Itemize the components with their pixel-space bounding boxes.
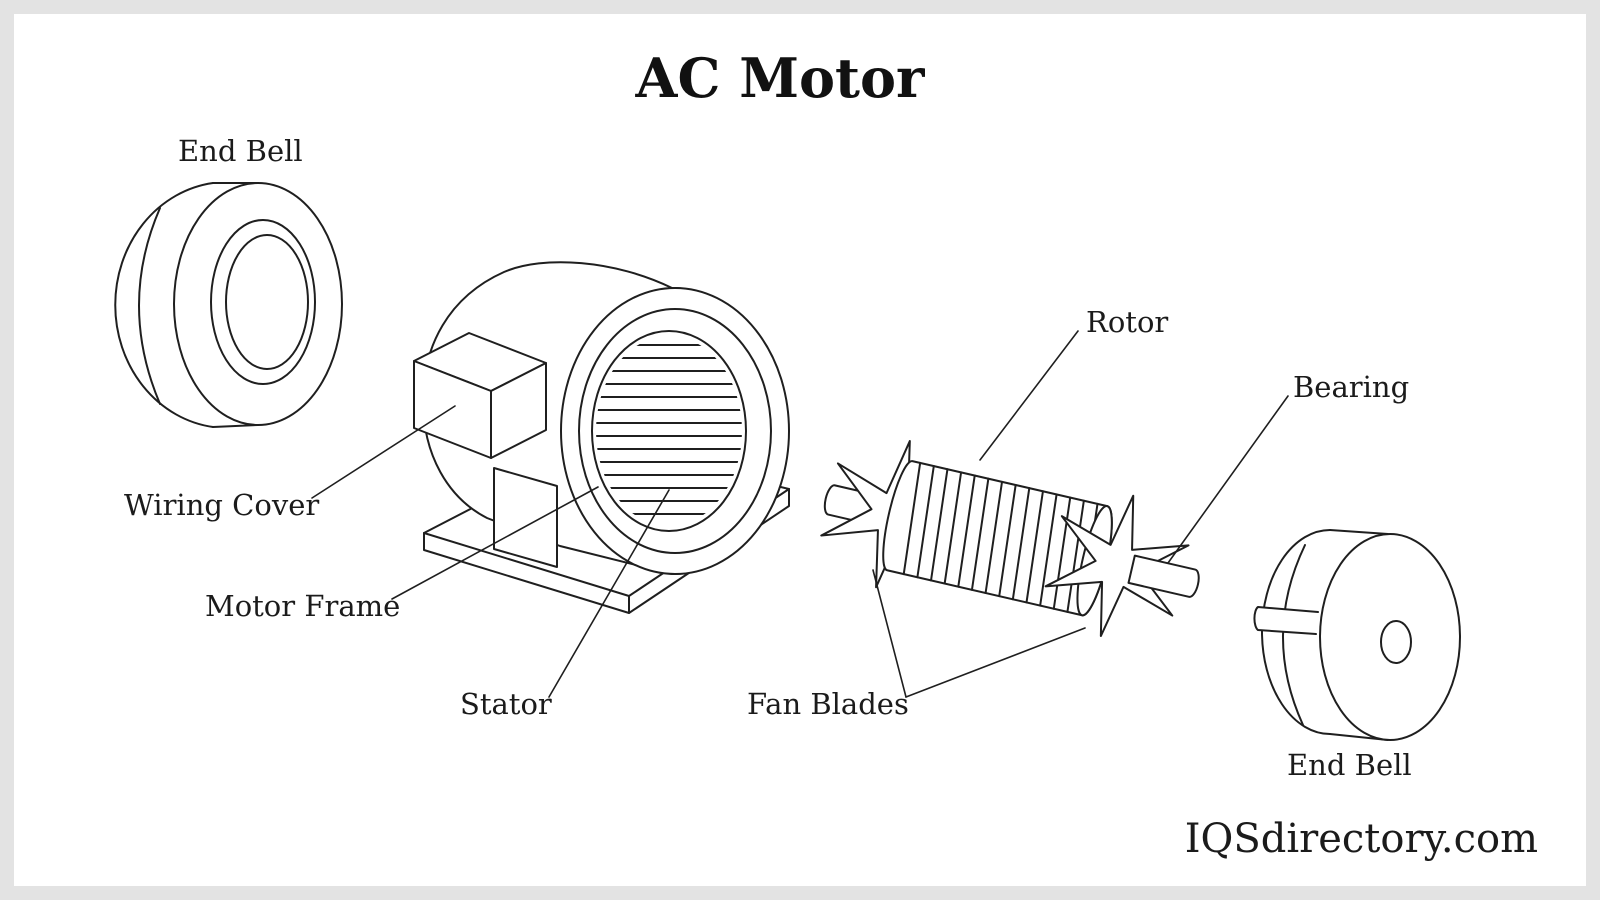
- label-bearing: Bearing: [1293, 370, 1410, 404]
- label-stator: Stator: [460, 687, 552, 721]
- leader-line-fan-blades-left: [873, 570, 906, 697]
- bearing-shaft: [1129, 556, 1202, 599]
- label-fan-blades: Fan Blades: [747, 687, 909, 721]
- rotor-drawing: [809, 426, 1215, 658]
- leader-line-bearing: [1168, 396, 1288, 563]
- leader-line-wiring-cover: [312, 406, 455, 498]
- diagram-paper: [14, 14, 1586, 886]
- wiring-cover-drawing: [414, 333, 546, 458]
- label-wiring-cover: Wiring Cover: [124, 488, 320, 522]
- end-bell-right-drawing: [1254, 530, 1460, 740]
- leader-line-fan-blades-right: [906, 628, 1085, 697]
- label-end-bell-left: End Bell: [178, 134, 303, 168]
- diagram-title: AC Motor: [635, 46, 925, 110]
- leader-line-stator: [549, 490, 669, 697]
- leader-line-motor-frame: [392, 487, 598, 599]
- watermark-text: IQSdirectory.com: [1184, 816, 1538, 862]
- label-motor-frame: Motor Frame: [205, 589, 401, 623]
- fan-blades-right: [1038, 481, 1197, 651]
- label-end-bell-right: End Bell: [1287, 748, 1412, 782]
- end-bell-left-drawing: [115, 183, 342, 427]
- label-rotor: Rotor: [1086, 305, 1169, 339]
- motor-frame-drawing: [414, 262, 789, 613]
- leader-line-rotor: [980, 331, 1078, 460]
- leader-lines: [312, 331, 1288, 697]
